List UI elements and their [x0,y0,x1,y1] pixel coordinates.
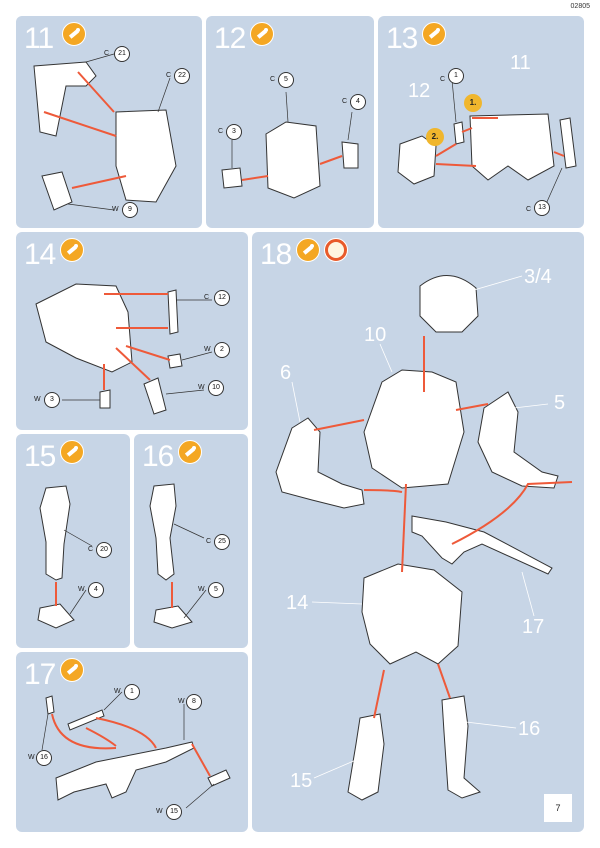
part-prefix: W [198,384,205,391]
step-15-illustration [37,485,93,629]
step-13-illustration [397,79,577,205]
step-number: 17 [24,658,56,691]
part-prefix: W [198,586,205,593]
part-number-badge: 5 [208,582,224,598]
part-number-badge: 25 [214,534,230,550]
part-prefix: W [114,688,121,695]
part-number-badge: 9 [122,202,138,218]
part-prefix: C [218,128,224,135]
part-label: 11 [510,52,531,74]
glue-tube-icon [178,440,202,464]
step-number: 18 [260,238,292,271]
glue-tube-icon [60,440,84,464]
part-prefix: W [156,808,163,815]
part-prefix: C [526,206,532,213]
step-11-illustration [33,53,177,211]
step-number: 15 [24,440,56,473]
glue-tube-icon [250,22,274,46]
part-prefix: C [166,72,172,79]
part-number-badge: 8 [186,694,202,710]
part-number-badge: 15 [166,804,182,820]
step-17-illustration [41,691,231,809]
part-label-arm-right: 5 [554,392,566,414]
part-prefix: C [204,294,210,301]
part-prefix: C [104,50,110,57]
step-14-illustration [35,283,213,415]
step-number: 14 [24,238,56,271]
step-18-panel: 18 3/4 10 6 [252,232,584,832]
step-14-panel: 14 C 12 W 2 W 3 W 10 [16,232,248,430]
part-number-badge: 20 [96,542,112,558]
order-badge-2: 2. [426,128,444,146]
part-number-badge: 2 [214,342,230,358]
part-prefix: C [88,546,94,553]
glue-tube-icon [60,238,84,262]
part-label-leg-right: 16 [518,718,541,740]
part-prefix: W [78,586,85,593]
glue-tube-icon [60,658,84,682]
part-number-badge: 3 [226,124,242,140]
part-label-vest: 10 [364,324,387,346]
part-number-badge: 1 [124,684,140,700]
part-label-helmet: 3/4 [524,266,552,288]
part-number-badge: 21 [114,46,130,62]
part-number-badge: 13 [534,200,550,216]
part-prefix: W [34,396,41,403]
part-label: 12 [408,80,431,102]
glue-tube-icon [296,238,320,262]
step-17-panel: 17 W 1 W 8 W 16 W 15 [16,652,248,832]
part-prefix: W [112,206,119,213]
step-number: 12 [214,22,246,55]
step-13-panel: 13 12 11 1. 2. C 1 C 13 [378,16,584,228]
part-number-badge: 3 [44,392,60,408]
step-15-panel: 15 C 20 W 4 [16,434,130,648]
part-prefix: C [270,76,276,83]
step-11-panel: 11 C 21 C 22 W 9 [16,16,202,228]
step-18-illustration [275,275,573,801]
page-number: 7 [544,794,572,822]
step-12-illustration [221,91,359,199]
part-number-badge: 12 [214,290,230,306]
part-number-badge: 4 [350,94,366,110]
part-label-pants: 14 [286,592,309,614]
part-prefix: C [206,538,212,545]
step-16-illustration [149,483,207,629]
step-16-panel: 16 C 25 W 5 [134,434,248,648]
step-number: 11 [24,22,54,55]
step-12-panel: 12 C 5 C 4 C 3 [206,16,374,228]
part-number-badge: 5 [278,72,294,88]
part-number-badge: 4 [88,582,104,598]
part-prefix: W [178,698,185,705]
part-number-badge: 22 [174,68,190,84]
order-badge-1: 1. [464,94,482,112]
step-number: 16 [142,440,174,473]
step-number: 13 [386,22,418,55]
glue-tube-icon [62,22,86,46]
part-prefix: W [28,754,35,761]
document-code: 02805 [570,3,590,10]
clock-icon [324,238,348,262]
part-label-arm-left: 6 [280,362,292,384]
part-number-badge: 16 [36,750,52,766]
part-prefix: W [204,346,211,353]
part-number-badge: 10 [208,380,224,396]
part-label-leg-left: 15 [290,770,313,792]
part-prefix: C [342,98,348,105]
part-label-rifle: 17 [522,616,545,638]
glue-tube-icon [422,22,446,46]
part-prefix: C [440,76,446,83]
part-number-badge: 1 [448,68,464,84]
